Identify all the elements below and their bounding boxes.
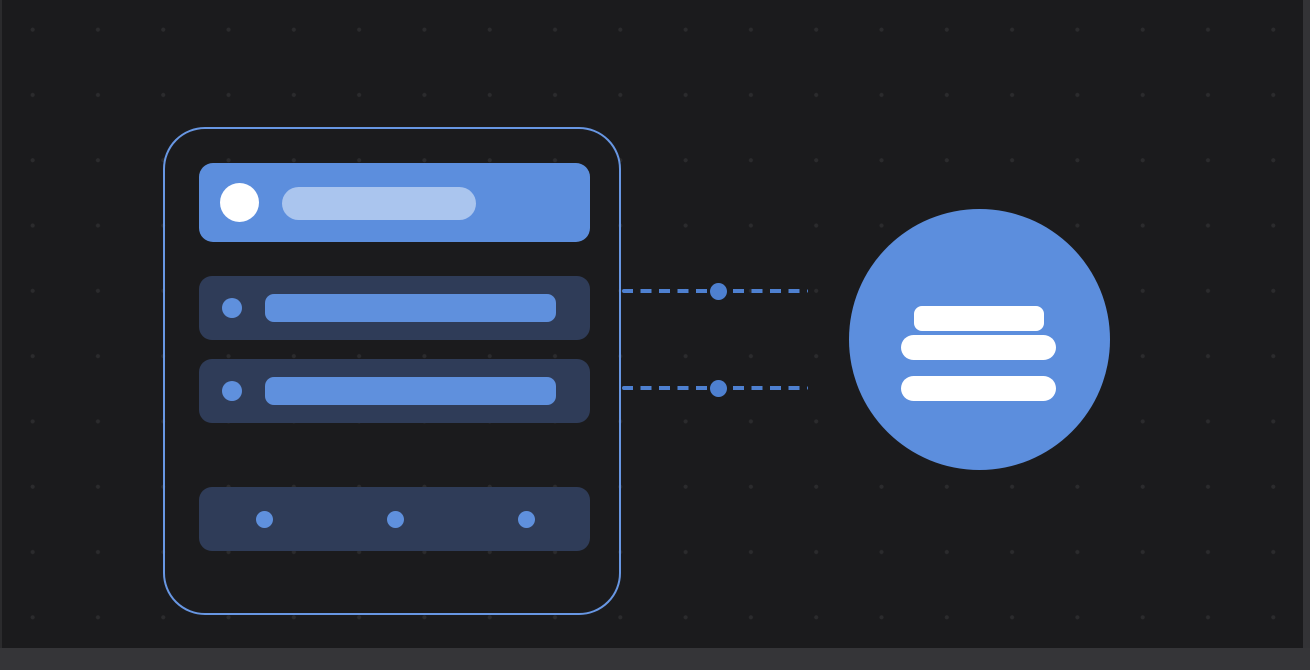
text-placeholder-bar — [265, 377, 556, 405]
footer-dot — [386, 510, 404, 528]
connector-midpoint-dot — [709, 379, 727, 397]
skeleton-panel — [163, 127, 621, 615]
stacked-bars-icon — [901, 335, 1056, 360]
circle-node — [849, 209, 1110, 470]
list-row — [199, 359, 590, 423]
footer-dot — [255, 510, 273, 528]
bullet-dot — [222, 381, 242, 401]
panel-footer-row — [199, 487, 590, 551]
window-bottom-bar — [0, 648, 1310, 670]
title-placeholder-bar — [282, 187, 476, 220]
text-placeholder-bar — [265, 294, 556, 322]
window-right-edge — [1303, 0, 1310, 670]
bullet-dot — [222, 298, 242, 318]
dashed-connector — [622, 379, 808, 397]
panel-header-row — [199, 163, 590, 242]
connector-midpoint-dot — [709, 282, 727, 300]
avatar-circle — [220, 183, 259, 222]
footer-dot — [517, 510, 535, 528]
stacked-bars-icon — [901, 375, 1056, 401]
dashed-connector — [622, 282, 808, 300]
stacked-bars-icon — [914, 306, 1044, 331]
list-row — [199, 276, 590, 340]
window-left-edge — [0, 0, 2, 670]
